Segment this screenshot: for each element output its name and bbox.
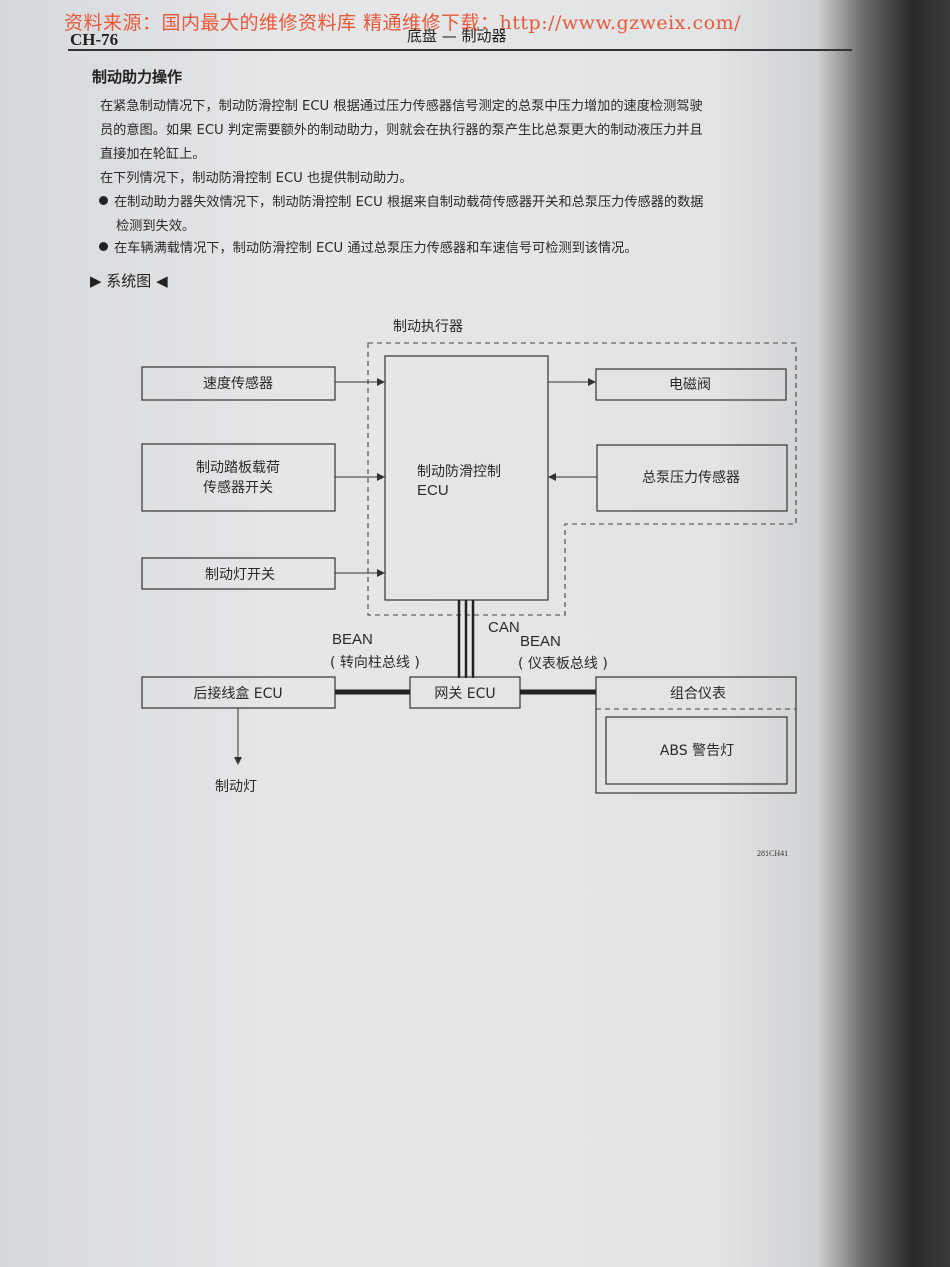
combination-meter-label: 组合仪表	[670, 686, 726, 702]
rear-junction-ecu-label: 后接线盒 ECU	[193, 685, 282, 702]
system-diagram-title: ▶ 系统图 ◀	[90, 272, 168, 290]
pedal-switch-label-1: 制动踏板载荷	[196, 460, 280, 476]
bean-left-sublabel: ( 转向柱总线 )	[330, 655, 420, 671]
figure-code: 281CH41	[757, 849, 788, 858]
paragraph-line-2: 员的意图。如果 ECU 判定需要额外的制动助力，则就会在执行器的泵产生比总泵更大…	[100, 123, 703, 138]
source-watermark: 资料来源：国内最大的维修资料库 精通维修下载：http://www.gzweix…	[64, 12, 741, 34]
paragraph-line-4: 在下列情况下，制动防滑控制 ECU 也提供制动助力。	[100, 171, 413, 186]
bullet-item-1-line-1: 在制动助力器失效情况下，制动防滑控制 ECU 根据来自制动载荷传感器开关和总泵压…	[114, 195, 704, 210]
bullet-item-2: 在车辆满载情况下，制动防滑控制 ECU 通过总泵压力传感器和车速信号可检测到该情…	[99, 237, 638, 261]
master-cylinder-sensor-box	[596, 444, 788, 512]
can-label: CAN	[488, 619, 520, 636]
abs-warning-light-box	[605, 716, 788, 785]
speed-sensor-box	[141, 366, 336, 401]
actuator-dashed-outline	[367, 342, 797, 616]
skid-control-ecu-label-2: ECU	[417, 482, 449, 499]
gateway-ecu-label: 网关 ECU	[434, 686, 495, 702]
bean-left-label: BEAN	[332, 631, 373, 648]
solenoid-valve-label: 电磁阀	[669, 377, 711, 393]
paragraph-line-1: 在紧急制动情况下，制动防滑控制 ECU 根据通过压力传感器信号测定的总泵中压力增…	[100, 99, 703, 114]
bullet-item-1: 在制动助力器失效情况下，制动防滑控制 ECU 根据来自制动载荷传感器开关和总泵压…	[99, 191, 703, 215]
master-cylinder-sensor-label: 总泵压力传感器	[642, 469, 740, 486]
bean-right-sublabel: ( 仪表板总线 )	[518, 656, 608, 672]
speed-sensor-label: 速度传感器	[203, 375, 273, 392]
solenoid-valve-box	[595, 368, 787, 401]
header-rule	[68, 49, 852, 51]
stop-light-switch-label: 制动灯开关	[205, 567, 275, 583]
bullet-item-2-line-1: 在车辆满载情况下，制动防滑控制 ECU 通过总泵压力传感器和车速信号可检测到该情…	[114, 241, 638, 256]
paragraph-line-3: 直接加在轮缸上。	[100, 147, 206, 162]
bean-right-label: BEAN	[520, 633, 561, 650]
bullet-dot-icon	[99, 196, 108, 205]
actuator-label: 制动执行器	[393, 319, 463, 335]
page-code: CH-76	[70, 30, 119, 49]
section-title: 制动助力操作	[92, 68, 183, 86]
page-header-title: 底盘 — 制动器	[407, 27, 507, 45]
combination-meter-box	[595, 676, 797, 794]
abs-warning-light-label: ABS 警告灯	[660, 743, 734, 759]
pedal-switch-box	[141, 443, 336, 512]
bullet-item-1-line-2: 检测到失效。	[116, 219, 196, 234]
skid-control-ecu-label-1: 制动防滑控制	[417, 463, 501, 480]
stop-light-label: 制动灯	[215, 779, 257, 795]
pedal-switch-label-2: 传感器开关	[203, 479, 273, 496]
bullet-dot-icon	[99, 242, 108, 251]
